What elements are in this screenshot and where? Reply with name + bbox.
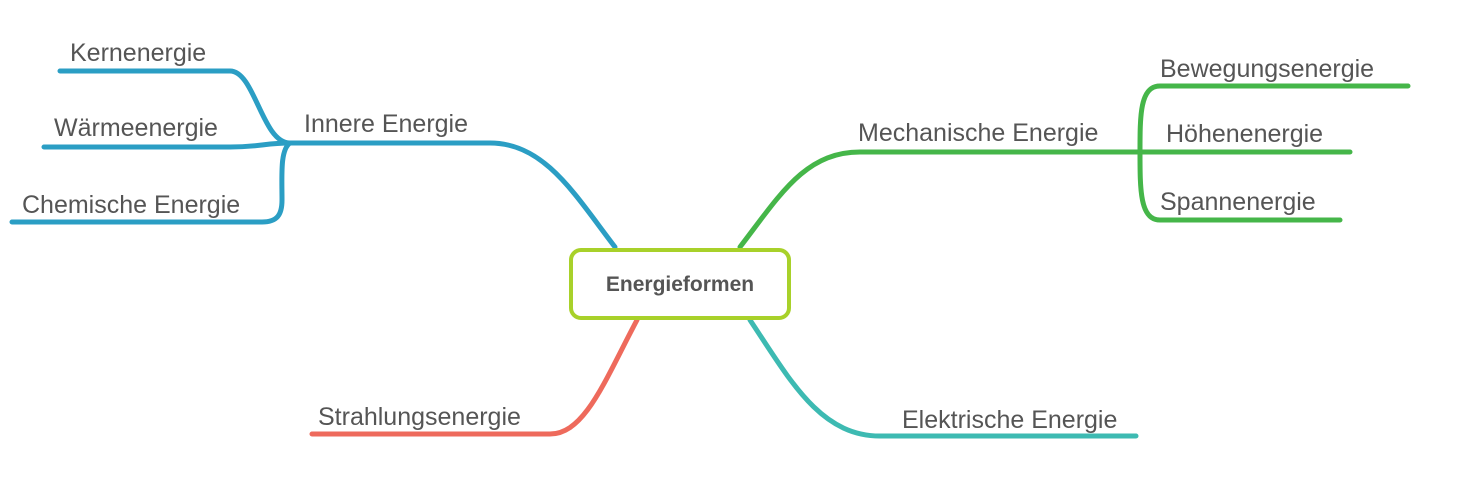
- label-kernenergie: Kernenergie: [70, 39, 206, 67]
- connector-chemische-energie: [9, 140, 293, 225]
- label-inner-energy: Innere Energie: [304, 110, 468, 138]
- label-hoehenenergie: Höhenenergie: [1166, 120, 1323, 148]
- connector-waermeenergie: [41, 140, 293, 150]
- label-waermeenergie: Wärmeenergie: [54, 114, 218, 142]
- connector-radiation-energy: [309, 317, 640, 437]
- branch-electric-energy: Elektrische Energie: [747, 317, 1139, 439]
- center-node[interactable]: Energieformen: [569, 248, 791, 320]
- center-node-label: Energieformen: [606, 273, 754, 296]
- label-spannenergie: Spannenergie: [1160, 188, 1316, 216]
- branch-mechanical-energy: Mechanische Energie Bewegungsenergie Höh…: [737, 55, 1411, 250]
- label-chemische-energie: Chemische Energie: [22, 191, 240, 219]
- connector-electric-energy: [747, 317, 1139, 439]
- branch-radiation-energy: Strahlungsenergie: [309, 317, 640, 437]
- connector-mechanical-energy: [737, 149, 1143, 250]
- label-radiation-energy: Strahlungsenergie: [318, 403, 521, 431]
- label-electric-energy: Elektrische Energie: [902, 406, 1117, 434]
- label-mechanical-energy: Mechanische Energie: [858, 119, 1098, 147]
- connector-inner-energy: [287, 140, 618, 250]
- connector-kernenergie: [57, 68, 293, 146]
- connector-bewegungsenergie: [1137, 83, 1411, 155]
- center-node-box: [569, 248, 791, 320]
- connector-spannenergie: [1137, 149, 1343, 223]
- label-bewegungsenergie: Bewegungsenergie: [1160, 55, 1374, 83]
- branch-inner-energy: Innere Energie Kernenergie Wärmeenergie …: [9, 39, 618, 250]
